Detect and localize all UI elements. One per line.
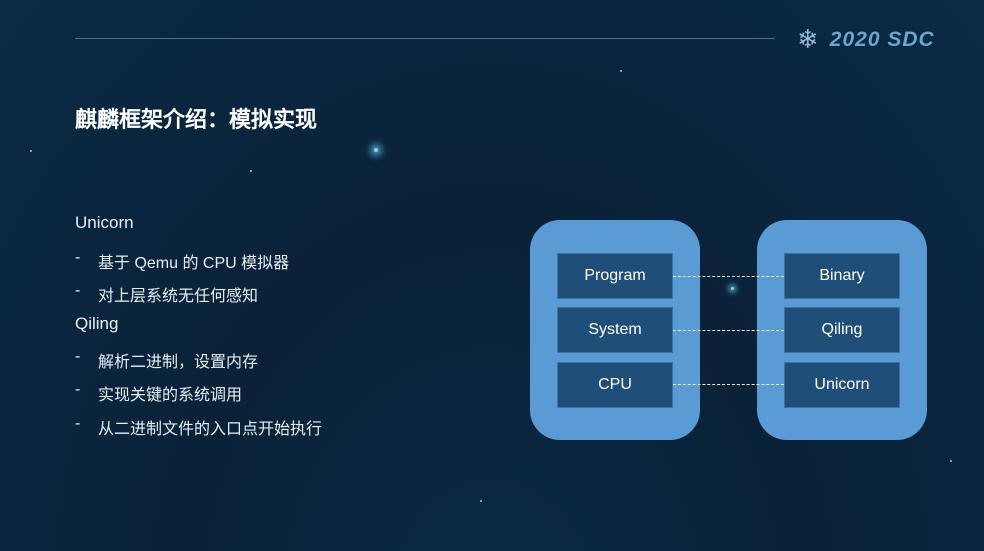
list-item: -对上层系统无任何感知 (75, 282, 259, 305)
sparkle-decoration (374, 148, 378, 152)
list-item: -实现关键的系统调用 (75, 381, 243, 404)
connector-line (673, 384, 784, 385)
connector-line (673, 276, 784, 277)
star-decoration (950, 460, 952, 462)
section-heading-qiling: Qiling (75, 314, 119, 333)
diagram-box-unicorn: Unicorn (784, 362, 900, 408)
header-divider (75, 38, 775, 39)
diagram-box-cpu: CPU (557, 362, 673, 408)
sdc-logo: ❄ 2020 SDC (797, 24, 935, 55)
star-decoration (250, 170, 252, 172)
snowflake-icon: ❄ (797, 24, 820, 54)
sparkle-decoration (731, 287, 734, 290)
diagram-box-binary: Binary (784, 253, 900, 299)
list-item: -从二进制文件的入口点开始执行 (75, 415, 323, 438)
star-decoration (480, 500, 482, 502)
list-item: -解析二进制，设置内存 (75, 348, 259, 371)
logo-text: 2020 SDC (829, 27, 935, 51)
list-item: -基于 Qemu 的 CPU 模拟器 (75, 249, 290, 272)
page-title: 麒麟框架介绍：模拟实现 (75, 107, 318, 132)
connector-line (673, 330, 784, 331)
diagram-box-qiling: Qiling (784, 307, 900, 353)
section-heading-unicorn: Unicorn (75, 213, 134, 232)
diagram-box-system: System (557, 307, 673, 353)
diagram-box-program: Program (557, 253, 673, 299)
star-decoration (620, 70, 622, 72)
star-decoration (30, 150, 32, 152)
